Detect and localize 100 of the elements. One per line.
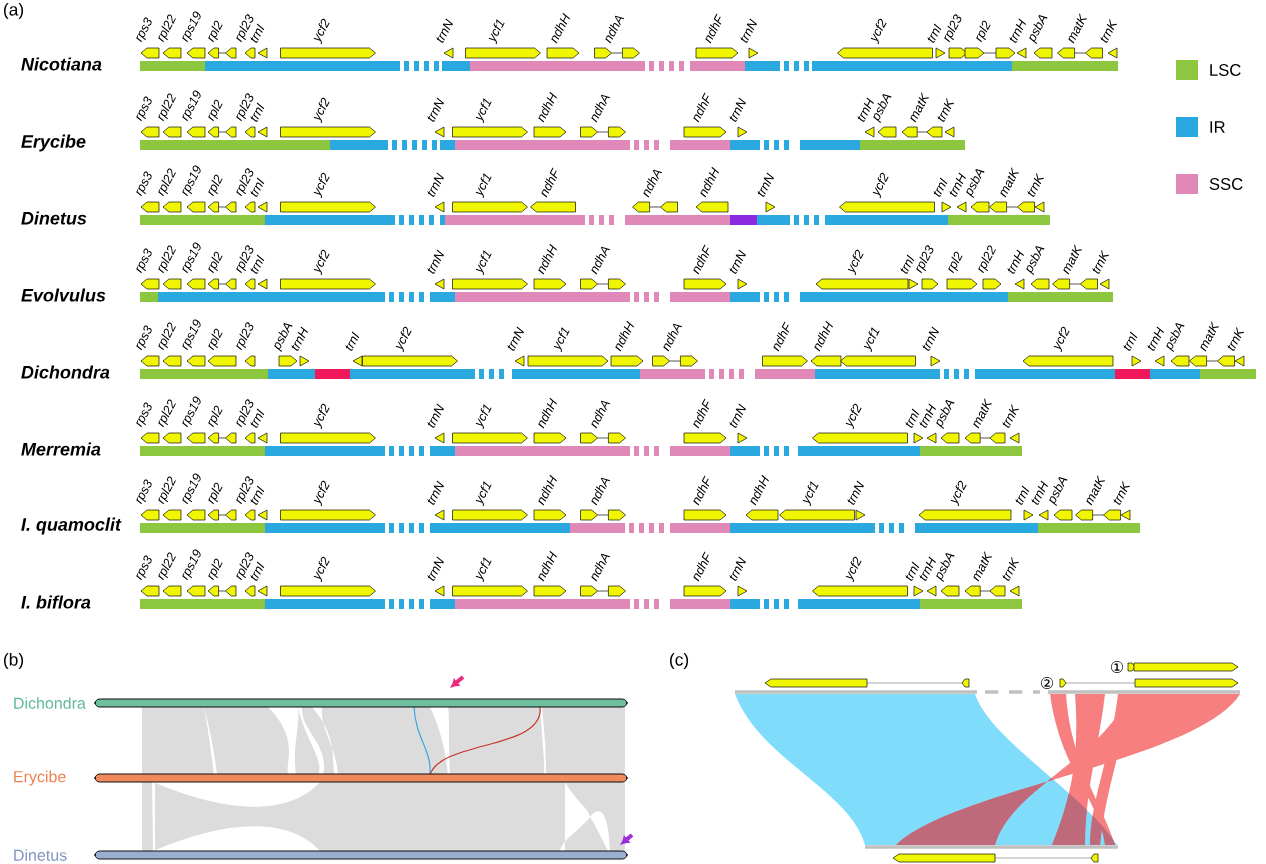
species-name: Dinetus [21, 211, 87, 225]
gene-label: ndhA [591, 246, 611, 275]
gene-label: ndhF [693, 92, 710, 123]
gene-label: psbA [936, 400, 955, 429]
gene-label: rpl2 [208, 405, 223, 428]
panel-label: (c) [670, 652, 689, 670]
gene-label: ycf1 [475, 98, 492, 124]
gene-label: ndhA [591, 400, 611, 429]
gene-label: rpl2 [208, 174, 223, 197]
gene-label: rpl22 [158, 399, 176, 428]
gene-label: matK [973, 551, 993, 582]
gene-label: trnK [1027, 172, 1045, 197]
species-name: Nicotiana [21, 57, 102, 71]
gene-label: rpl22 [158, 552, 176, 581]
gene-label: trnK [1092, 249, 1110, 274]
gene-label: ycf1 [553, 327, 570, 353]
gene-label: ycf2 [950, 480, 967, 507]
gene-label: ndhH [538, 91, 557, 123]
gene-label: rpl2 [208, 251, 223, 274]
gene-label: ycf2 [845, 403, 862, 430]
gene-label: trnN [427, 97, 444, 122]
gene-label: trnN [729, 403, 746, 428]
gene-label: ycf2 [313, 172, 330, 199]
gene-label: ycf2 [313, 480, 330, 507]
gene-label: trnI [1123, 331, 1138, 351]
gene-label: psbA [1166, 323, 1185, 352]
gene-label: rpl22 [158, 245, 176, 274]
gene-label: ycf2 [313, 249, 330, 276]
gene-label: trnK [1002, 556, 1020, 581]
gene-label: rpl2 [208, 558, 223, 581]
gene-label: rps3 [136, 325, 152, 351]
gene-label: ycf1 [475, 557, 492, 583]
gene-label: psbA [1049, 477, 1068, 506]
gene-label: trnN [427, 556, 444, 581]
gene-label: rpl22 [158, 14, 176, 43]
gene-label: trnN [427, 480, 444, 505]
gene-label: rps3 [136, 17, 152, 43]
gene-label: trnN [729, 249, 746, 274]
gene-label: trnI [905, 561, 920, 581]
gene-label: matK [973, 398, 993, 429]
gene-label: rps19 [182, 242, 201, 274]
gene-label: trnN [740, 18, 757, 43]
gene-label: ndhA [591, 477, 611, 506]
gene-label: trnN [507, 326, 524, 351]
gene-label: ndhH [551, 12, 570, 44]
gene-label: rps19 [182, 11, 201, 43]
gene-label: trnH [919, 403, 936, 428]
gene-label: trnI [1015, 485, 1030, 505]
gene-label: ndhA [591, 553, 611, 582]
gene-label: psbA [274, 323, 293, 352]
gene-label: ndhA [643, 169, 663, 198]
gene-label: ycf2 [847, 249, 864, 276]
legend-label: IR [1210, 121, 1225, 133]
gene-label: trnI [900, 254, 915, 274]
gene-label: matK [1063, 244, 1083, 275]
gene-label: rpl23 [916, 245, 934, 274]
gene-label: trnN [427, 172, 444, 197]
gene-label: trnH [1031, 480, 1048, 505]
gene-label: rps3 [136, 402, 152, 428]
genome-name: Dinetus [14, 849, 67, 861]
gene-label: trnN [922, 326, 939, 351]
gene-label: ycf2 [313, 97, 330, 124]
gene-label: psbA [1029, 15, 1048, 44]
species-name: Dichondra [21, 365, 110, 379]
species-name: I. quamoclit [21, 517, 122, 535]
gene-label: ycf1 [488, 19, 505, 45]
gene-label: rps3 [136, 555, 152, 581]
gene-label: ycf2 [1053, 326, 1070, 353]
gene-label: rps19 [182, 473, 201, 505]
gene-label: trnK [1002, 403, 1020, 428]
gene-label: matK [1000, 167, 1020, 198]
gene-label: trnH [857, 97, 874, 122]
gene-label: trnN [847, 480, 864, 505]
gene-label: ycf2 [313, 556, 330, 583]
gene-label: trnH [1147, 326, 1164, 351]
gene-label: rpl22 [158, 476, 176, 505]
gene-label: trnH [291, 326, 308, 351]
gene-label: rps19 [182, 549, 201, 581]
gene-label: ndhF [693, 551, 710, 582]
gene-label: rpl2 [208, 20, 223, 43]
gene-label: ndhF [693, 244, 710, 275]
gene-label: rpl2 [208, 99, 223, 122]
species-name: I. biflora [21, 595, 91, 609]
gene-label: trnN [729, 97, 746, 122]
gene-label: trnN [427, 403, 444, 428]
gene-label: trnN [757, 172, 774, 197]
gene-label: ycf2 [845, 556, 862, 583]
gene-label: trnK [1113, 480, 1131, 505]
gene-label: rpl23 [236, 322, 254, 351]
gene-label: ndhH [538, 474, 557, 506]
gene-label: rpl22 [158, 322, 176, 351]
gene-label: ycf1 [475, 173, 492, 199]
gene-label: ndhF [705, 13, 722, 44]
gene-label: rps3 [136, 96, 152, 122]
gene-label: trnK [1227, 326, 1245, 351]
gene-label: ycf1 [863, 327, 880, 353]
gene-label: rpl22 [158, 168, 176, 197]
panel-label: (b) [4, 652, 24, 670]
gene-label: ndhA [663, 323, 683, 352]
gene-label: rpl23 [944, 14, 962, 43]
